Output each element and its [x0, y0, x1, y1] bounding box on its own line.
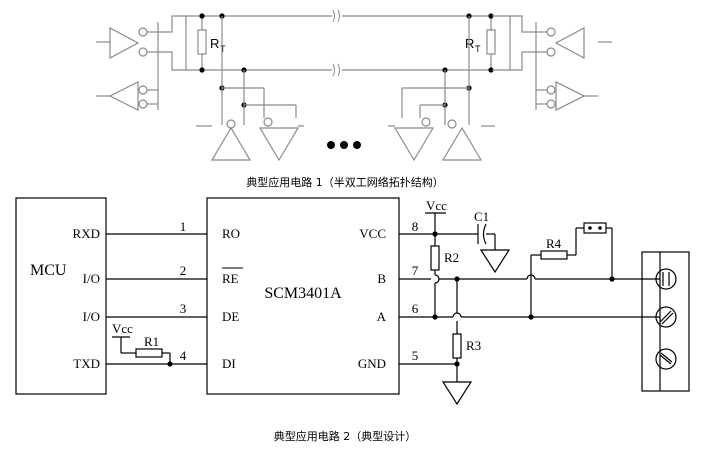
- chip-pin-vcc: VCC: [359, 226, 386, 241]
- pin-number-5: 5: [412, 348, 419, 363]
- chip-pin-a: A: [377, 309, 387, 324]
- driver-triangle-right: [554, 26, 585, 60]
- chip-pin-re: RE: [222, 271, 239, 286]
- receiver-triangle-node-1: [258, 127, 300, 162]
- transceiver-left: [96, 15, 187, 111]
- capacitor-c1-plate-2: [482, 223, 487, 245]
- chip-pin-b: B: [377, 271, 386, 286]
- chip-label: SCM3401A: [264, 285, 342, 302]
- mcu-block: [15, 197, 107, 395]
- circuit1-topology: R T R T: [96, 9, 612, 189]
- terminal-screw-1: [655, 268, 677, 290]
- vcc-top-label: Vcc: [426, 198, 447, 213]
- driver-triangle-node-2: [441, 126, 483, 161]
- receiver-triangle-left: [108, 81, 139, 111]
- mcu-label: MCU: [30, 262, 67, 279]
- pin-number-7: 7: [412, 263, 419, 278]
- ellipsis-dot-3: [353, 141, 361, 149]
- caption-circuit-2: 典型应用电路 2（典型设计）: [274, 429, 417, 443]
- rt-label-left: R: [210, 36, 219, 51]
- terminal-block: [641, 251, 690, 392]
- r2-label: R2: [444, 250, 459, 265]
- chip-pin-de: DE: [222, 309, 239, 324]
- scm3401a-chip: [206, 197, 400, 395]
- bus-break-mark-bottom: [332, 63, 340, 77]
- mcu-pin-io-2: I/O: [83, 309, 100, 324]
- pin-number-3: 3: [180, 301, 187, 316]
- bus-break-mark-top: [332, 9, 340, 23]
- resistor-r2: [430, 245, 440, 271]
- svg-text:T: T: [475, 44, 481, 54]
- driver-triangle-node-1: [210, 126, 252, 161]
- c1-label: C1: [474, 209, 489, 224]
- receiver-triangle-right: [555, 81, 586, 111]
- transceiver-right: [492, 15, 612, 111]
- pin-number-8: 8: [412, 219, 419, 234]
- rt-label-right: R: [465, 36, 474, 51]
- receiver-triangle-node-2: [393, 127, 435, 162]
- terminating-resistor-left: [197, 29, 207, 55]
- ellipsis-dot-2: [340, 141, 348, 149]
- node-pair-right: [388, 16, 495, 162]
- mcu-pin-rxd: RXD: [73, 226, 100, 241]
- circuit2-typical-design: MCU RXD I/O I/O TXD SCM3401A RO RE DE DI…: [15, 197, 690, 443]
- caption-circuit-1: 典型应用电路 1（半双工网络拓扑结构）: [246, 175, 444, 189]
- pin-number-2: 2: [180, 263, 187, 278]
- resistor-r4: [540, 250, 568, 260]
- terminating-resistor-right: [486, 29, 496, 55]
- node-pair-left: [196, 16, 304, 162]
- pin-number-4: 4: [180, 348, 187, 363]
- pin-number-1: 1: [180, 219, 187, 234]
- mcu-pin-io-1: I/O: [83, 271, 100, 286]
- vcc-left-label: Vcc: [112, 321, 133, 336]
- resistor-r3: [452, 333, 462, 359]
- ground-symbol-c1: [479, 249, 511, 274]
- chip-pin-ro: RO: [222, 226, 240, 241]
- r3-label: R3: [466, 338, 481, 353]
- svg-text:T: T: [220, 44, 226, 54]
- resistor-r1: [135, 348, 163, 358]
- r1-label: R1: [144, 334, 159, 349]
- ground-symbol-main: [441, 381, 473, 406]
- mcu-pin-txd: TXD: [73, 356, 100, 371]
- ellipsis-dot-1: [327, 141, 335, 149]
- chip-pin-gnd: GND: [358, 356, 386, 371]
- pin-number-6: 6: [412, 301, 419, 316]
- termination-jumper: [583, 222, 607, 234]
- terminal-screw-2: [655, 306, 677, 328]
- driver-triangle-left: [109, 26, 140, 60]
- r4-label: R4: [546, 236, 562, 251]
- chip-pin-di: DI: [222, 356, 236, 371]
- terminal-screw-3: [655, 348, 677, 370]
